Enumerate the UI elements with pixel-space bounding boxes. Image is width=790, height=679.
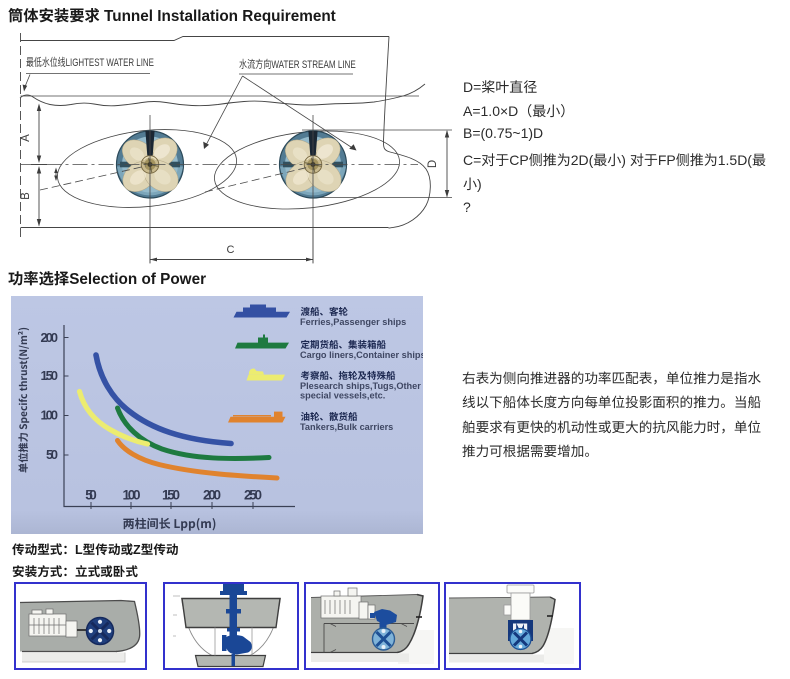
svg-text:200: 200 (41, 330, 59, 345)
svg-text:D: D (427, 160, 439, 168)
svg-text:A: A (20, 134, 32, 142)
svg-text:100: 100 (123, 488, 141, 503)
svg-text:250: 250 (244, 488, 262, 503)
svg-text:C: C (227, 244, 235, 256)
svg-text:Plesearch ships,Tugs,Other: Plesearch ships,Tugs,Other (300, 381, 421, 391)
svg-text:100: 100 (41, 408, 59, 423)
svg-text:定期货船、集装箱船: 定期货船、集装箱船 (301, 337, 387, 351)
svg-text:150: 150 (41, 368, 59, 383)
svg-text:B: B (20, 192, 32, 200)
svg-text:50: 50 (85, 488, 97, 503)
svg-text:50: 50 (46, 447, 58, 462)
svg-text:Tankers,Bulk carriers: Tankers,Bulk carriers (300, 422, 393, 432)
svg-text:渡船、客轮: 渡船、客轮 (301, 304, 349, 318)
svg-text:单位推力 Specifc thrust(N/m²): 单位推力 Specifc thrust(N/m²) (15, 327, 30, 473)
svg-text:Ferries,Passenger ships: Ferries,Passenger ships (300, 317, 406, 327)
svg-text:Cargo liners,Container ships: Cargo liners,Container ships (300, 350, 423, 360)
svg-text:考察船、拖轮及特殊船: 考察船、拖轮及特殊船 (301, 368, 397, 382)
svg-text:两柱间长 Lpp(m): 两柱间长 Lpp(m) (123, 515, 217, 532)
svg-text:200: 200 (203, 488, 221, 503)
svg-text:special vessels,etc.: special vessels,etc. (300, 391, 385, 401)
svg-text:150: 150 (162, 488, 180, 503)
svg-text:油轮、散货船: 油轮、散货船 (301, 409, 359, 423)
